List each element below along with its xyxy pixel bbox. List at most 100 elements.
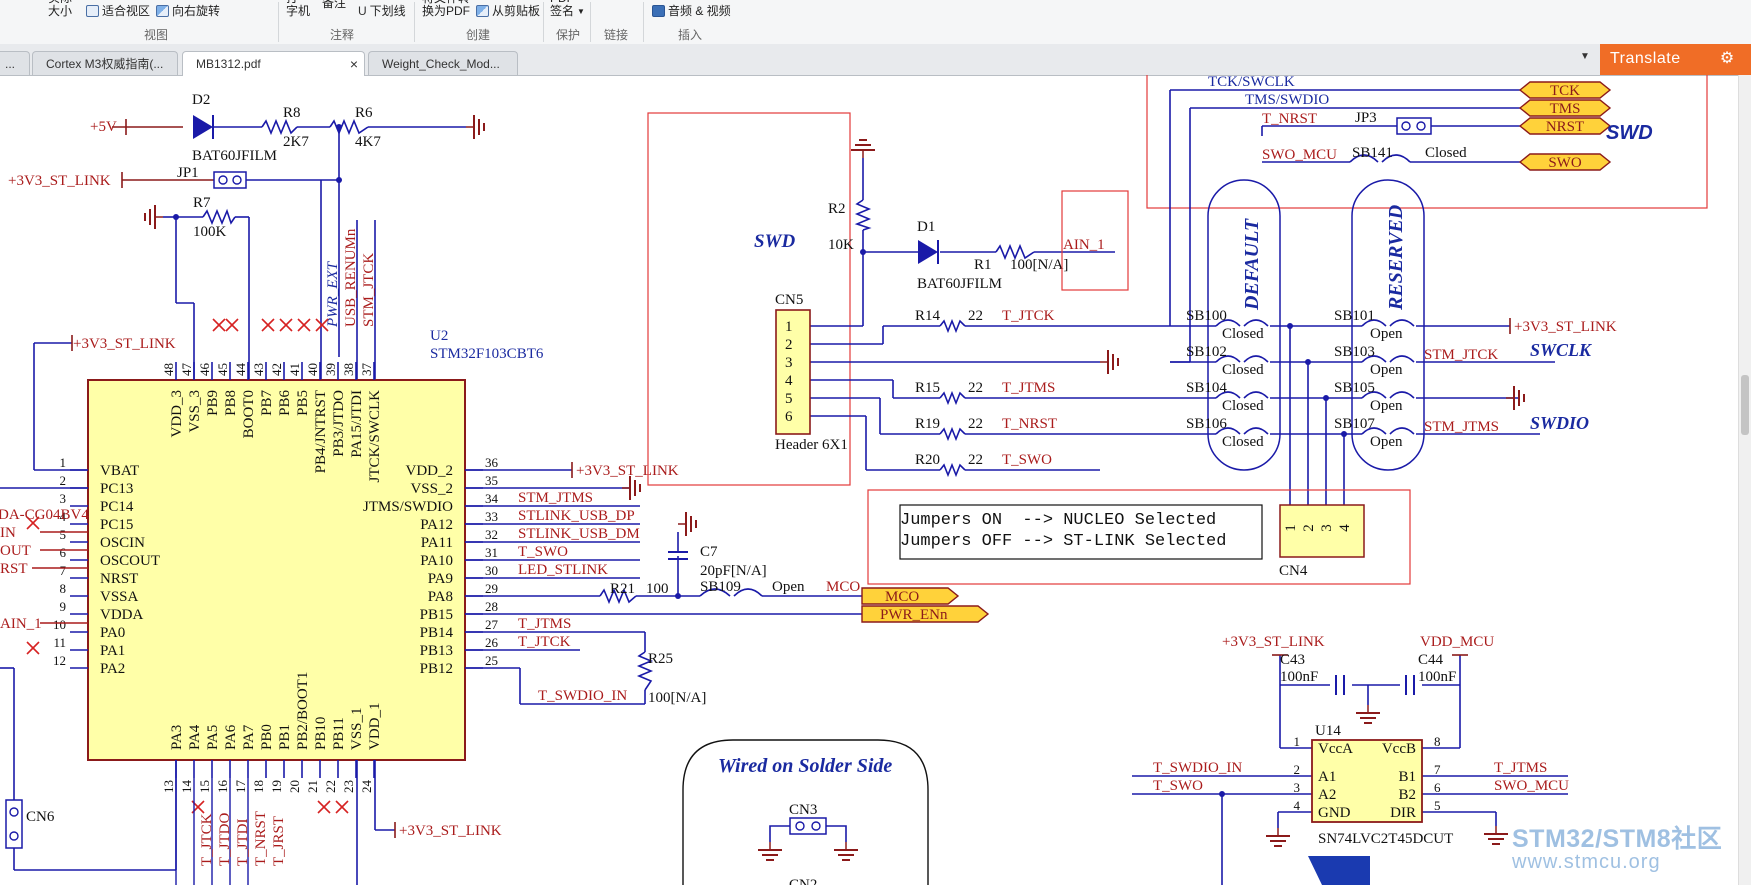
tab-cortex-m3[interactable]: Cortex M3权威指南(...: [32, 51, 178, 75]
u2-pin-number: 9: [60, 599, 67, 614]
jumper-note-frame: [899, 504, 1263, 560]
close-icon[interactable]: ×: [349, 56, 358, 72]
r21-value: 100: [646, 581, 669, 597]
bridge-wiring: [1100, 325, 1555, 505]
scrollbar-thumb[interactable]: [1741, 375, 1749, 435]
ground-symbol: [850, 139, 876, 159]
u14-pin-name: DIR: [1390, 805, 1416, 821]
jumper-note-line1: Jumpers ON --> NUCLEO Selected: [900, 511, 1216, 530]
junction-dot: [336, 124, 342, 130]
convert-to-pdf-button[interactable]: 将文件转 换为PDF: [422, 0, 470, 18]
u2-pin-name: PC15: [100, 517, 133, 533]
top-right-box: [1146, 75, 1708, 209]
tab-overflow[interactable]: ...: [0, 51, 30, 75]
group-label-insert: 插入: [678, 28, 703, 42]
pdf-sign-button[interactable]: PDF 签名▼: [550, 0, 585, 18]
r8-ref: R8: [283, 105, 301, 121]
tab-weight-check[interactable]: Weight_Check_Mod...: [368, 51, 518, 75]
schematic-drawing: +5V D2 BAT60JFILM R8 2K7 R6 4K7 +3V3_ST_…: [0, 75, 1708, 885]
fit-view-button[interactable]: 适合视区: [86, 2, 150, 19]
bridge-ref: SB100: [1186, 308, 1227, 324]
resistor-r7: [202, 208, 236, 226]
port-flag-pwr-enn: [861, 605, 990, 623]
u2-pin-name: PB14: [420, 625, 454, 641]
u2-pin-name: PA1: [100, 643, 125, 659]
u14-pin-number: 1: [1294, 734, 1301, 749]
resistor-r6: [329, 118, 369, 136]
ground-symbol: [621, 475, 641, 501]
note-button[interactable]: 备注: [322, 0, 346, 11]
u2-pin-name: PB3/JTDO: [331, 390, 347, 457]
translate-button[interactable]: Translate ⚙: [1600, 44, 1751, 75]
vertical-scrollbar[interactable]: [1738, 75, 1751, 885]
from-clipboard-button[interactable]: 从剪贴板: [476, 2, 540, 19]
net-bottom-1: T_JTDO: [217, 813, 233, 866]
net-mco: MCO: [826, 579, 860, 595]
cn3-wiring: [769, 825, 847, 842]
net-3v3-st-link: +3V3_ST_LINK: [8, 173, 111, 189]
u2-pin-name: PC13: [100, 481, 133, 497]
tab-mb1312[interactable]: MB1312.pdf×: [182, 51, 365, 76]
u2-pin-name: PA3: [169, 725, 185, 750]
u2-pin-number: 29: [485, 581, 498, 596]
bridge-ref: SB103: [1334, 344, 1375, 360]
u2-pin-number: 48: [161, 363, 176, 376]
u2-bottom-nets: T_JTCK T_JTDO T_JTDI T_NRST T_JRST +3V3_…: [199, 760, 502, 885]
u2-pin-name: JTMS/SWDIO: [363, 499, 453, 515]
resistor-r15: [939, 390, 966, 406]
tab-list-dropdown-icon[interactable]: ▼: [1580, 51, 1590, 62]
bridge-state: Closed: [1222, 326, 1264, 342]
tab-label: Cortex M3权威指南(...: [46, 57, 164, 71]
r2-value: 10K: [828, 237, 854, 253]
r7-value: 100K: [193, 224, 227, 240]
u2-left-wiring: [0, 487, 177, 871]
net-t-nrst-top: T_NRST: [1262, 111, 1317, 127]
solder-bridge-arc: [1361, 319, 1387, 327]
resistor-value: 22: [968, 380, 983, 396]
u2-pin-name: VBAT: [100, 463, 139, 479]
diode-d1: [918, 240, 939, 264]
resistor-r14: [939, 318, 966, 334]
underline-label: 下划线: [369, 4, 406, 18]
u2-pin-name: OSCIN: [100, 535, 145, 551]
solder-bridge-sb141b: [1381, 154, 1411, 163]
audio-video-button[interactable]: 音频 & 视频: [652, 2, 731, 19]
pdf-page-view[interactable]: +5V D2 BAT60JFILM R8 2K7 R6 4K7 +3V3_ST_…: [0, 75, 1751, 885]
actual-size-button[interactable]: 实际 大小: [48, 0, 72, 18]
u2-pin-number: 30: [485, 563, 498, 578]
net-tms-swdio: TMS/SWDIO: [1245, 92, 1329, 108]
d2-part: BAT60JFILM: [192, 148, 277, 164]
u2-pin-number: 26: [485, 635, 499, 650]
u14-body: [1311, 739, 1423, 823]
u2-pin-name: NRST: [100, 571, 138, 587]
cn4-pin-number: 4: [1337, 524, 1353, 532]
typewriter-button[interactable]: 打 字机: [286, 0, 310, 18]
resistor-r8: [261, 118, 298, 136]
net-u14-a2: T_SWO: [1153, 778, 1203, 794]
bridge-state: Closed: [1222, 434, 1264, 450]
group-label-link: 链接: [604, 28, 629, 42]
ribbon-divider: [543, 2, 544, 42]
u14-supply-left: +3V3_ST_LINK: [1222, 634, 1325, 650]
bridge-state: Open: [1370, 362, 1403, 378]
cn2-ref: CN2: [789, 877, 817, 885]
resistor-r1: [995, 243, 1035, 261]
flag-pwr-enn-label: PWR_ENn: [880, 607, 948, 623]
net-bridge-jtck: STM_JTCK: [1424, 347, 1498, 363]
port-flag: [1518, 99, 1612, 117]
u14-part: SN74LVC2T45DCUT: [1318, 831, 1453, 847]
d1-part: BAT60JFILM: [917, 276, 1002, 292]
u2-pin-number: 8: [60, 581, 67, 596]
solder-bridge-arc: [1361, 391, 1387, 399]
u2-pin-number: 33: [485, 509, 498, 524]
resistor-net: T_NRST: [1002, 416, 1057, 432]
u2-pin-number: 28: [485, 599, 498, 614]
u2-right-wiring: [465, 469, 862, 705]
net-bottom-0: T_JTCK: [199, 813, 215, 866]
c7-ref: C7: [700, 544, 718, 560]
rotate-right-button[interactable]: 向右旋转: [156, 2, 220, 19]
net-u2-vdd2: +3V3_ST_LINK: [576, 463, 679, 479]
